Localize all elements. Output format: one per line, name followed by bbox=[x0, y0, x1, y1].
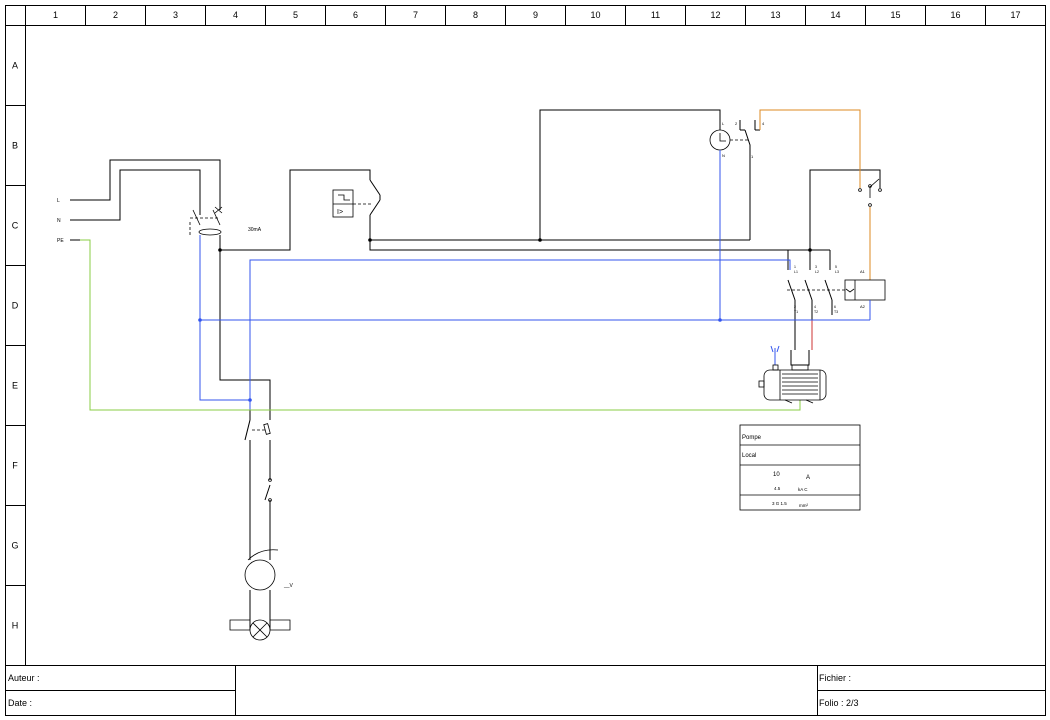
circuit-breaking-unit: kA C bbox=[798, 487, 808, 492]
ct-t1: T1 bbox=[794, 310, 798, 314]
row-header: G bbox=[11, 541, 18, 551]
column-header: 7 bbox=[413, 10, 418, 20]
file-label: Fichier : bbox=[819, 673, 851, 683]
row-header: A bbox=[12, 61, 18, 71]
timer-term-2: 2 bbox=[735, 121, 738, 126]
column-header: 13 bbox=[770, 10, 780, 20]
timer-term-4: 4 bbox=[762, 121, 765, 126]
ct-5: 5 bbox=[835, 265, 837, 269]
row-header: F bbox=[12, 461, 18, 471]
timer-block: I> bbox=[332, 189, 372, 218]
label-pe: PE bbox=[57, 238, 64, 244]
ct-t2: T2 bbox=[814, 310, 818, 314]
timer-term-n: N bbox=[722, 153, 725, 158]
lamp-icon bbox=[229, 619, 291, 641]
column-header: 11 bbox=[651, 10, 660, 20]
row-header: B bbox=[12, 141, 18, 151]
circuit-cable: 3 G 1.5 bbox=[772, 501, 787, 506]
lamp-voltage: __V bbox=[283, 583, 294, 589]
ct-l2: L2 bbox=[815, 270, 819, 274]
circuit-title: Pompe bbox=[742, 435, 762, 441]
ct-6: 6 bbox=[834, 305, 836, 309]
svg-text:I>: I> bbox=[337, 209, 343, 216]
column-header: 14 bbox=[830, 10, 840, 20]
motor bbox=[758, 364, 827, 404]
earth-wires bbox=[80, 239, 801, 411]
column-header: 9 bbox=[533, 10, 538, 20]
selector-switch bbox=[858, 178, 882, 207]
column-header: 12 bbox=[710, 10, 720, 20]
row-header: H bbox=[12, 621, 19, 631]
timer-term-l: L bbox=[722, 121, 725, 126]
row-headers: A B C D E F G H bbox=[5, 61, 26, 631]
column-header: 5 bbox=[293, 10, 298, 20]
column-header: 4 bbox=[233, 10, 238, 20]
column-header: 1 bbox=[53, 10, 58, 20]
circuit-current-unit: A bbox=[806, 475, 810, 481]
ct-t3: T3 bbox=[834, 310, 838, 314]
row-header: D bbox=[12, 301, 19, 311]
rcd-breaker bbox=[189, 206, 223, 236]
title-block bbox=[5, 665, 1046, 716]
rcd-rating: 30mA bbox=[248, 227, 262, 233]
contactor-coil bbox=[787, 279, 886, 301]
ct-l1: L1 bbox=[794, 270, 798, 274]
column-header: 2 bbox=[113, 10, 118, 20]
timer-term-1: 1 bbox=[751, 154, 754, 159]
circuit-location: Local bbox=[742, 453, 756, 459]
column-header: 6 bbox=[353, 10, 358, 20]
neutral-wires bbox=[199, 150, 871, 410]
coil-a1: A1 bbox=[860, 269, 866, 274]
column-header: 8 bbox=[473, 10, 478, 20]
junction-dots bbox=[198, 238, 812, 402]
sheet-frame bbox=[5, 5, 1046, 716]
circuit-current: 10 bbox=[773, 472, 780, 478]
ct-4: 4 bbox=[814, 305, 816, 309]
circuit-box bbox=[739, 424, 861, 511]
ct-1: 1 bbox=[794, 265, 796, 269]
folio-label: Folio : 2/3 bbox=[819, 698, 859, 708]
lamp-breaker bbox=[252, 423, 272, 502]
label-l: L bbox=[57, 198, 60, 204]
clock-timer-switch bbox=[709, 129, 748, 151]
lamp-transformer bbox=[244, 549, 279, 591]
column-header: 3 bbox=[173, 10, 178, 20]
row-header: E bbox=[12, 381, 18, 391]
label-n: N bbox=[57, 218, 61, 224]
date-label: Date : bbox=[8, 698, 32, 708]
coil-a2: A2 bbox=[860, 304, 866, 309]
ct-l3: L3 bbox=[835, 270, 839, 274]
column-header: 16 bbox=[950, 10, 960, 20]
control-wires bbox=[759, 109, 871, 350]
author-label: Auteur : bbox=[8, 673, 40, 683]
circuit-breaking: 4.5 bbox=[774, 486, 781, 491]
ct-3: 3 bbox=[815, 265, 817, 269]
circuit-cable-unit: mm² bbox=[799, 503, 808, 508]
row-header: C bbox=[12, 221, 19, 231]
column-header: 15 bbox=[890, 10, 900, 20]
column-header: 17 bbox=[1010, 10, 1020, 20]
column-header: 10 bbox=[590, 10, 600, 20]
phase-wires bbox=[70, 109, 881, 630]
ct-2: 2 bbox=[794, 305, 796, 309]
